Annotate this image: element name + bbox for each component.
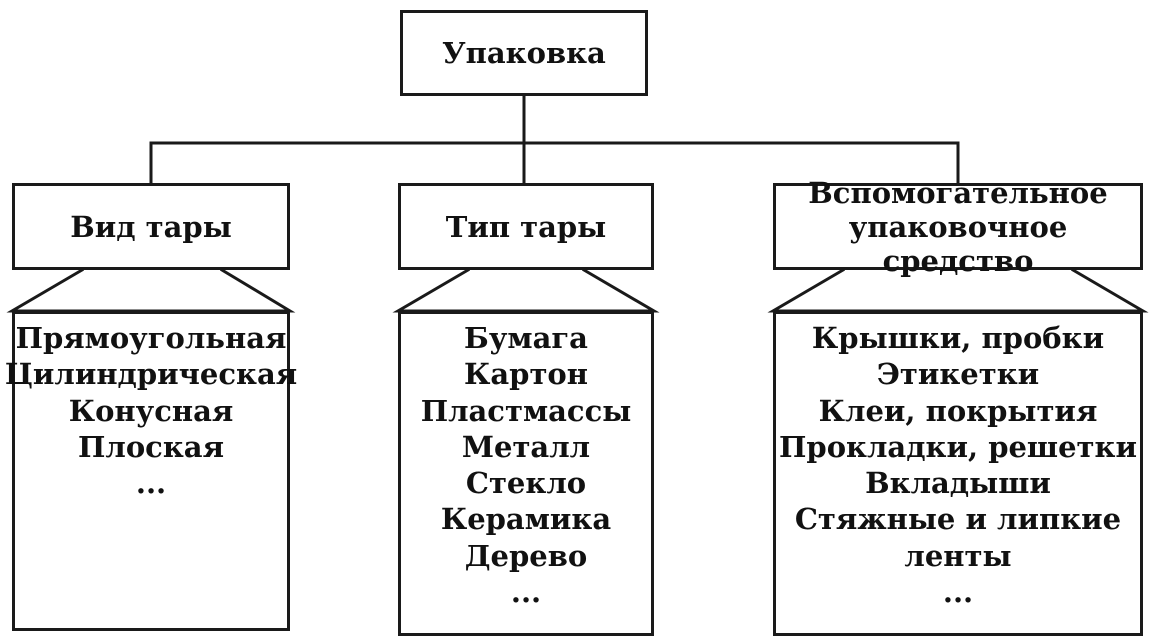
- list-box-vspomogatelnoe: Крышки, пробки Этикетки Клеи, покрытия П…: [773, 311, 1143, 636]
- funnel-connector: [6, 267, 296, 313]
- funnel-connector: [392, 267, 660, 313]
- list-box-tip-tary: Бумага Картон Пластмассы Металл Стекло К…: [398, 311, 654, 636]
- list-box-vid-tary: Прямоугольная Цилиндрическая Конусная Пл…: [5, 311, 297, 631]
- branch-header-label-line-1: Вспомогательное: [808, 175, 1108, 210]
- list-item: Дерево: [464, 538, 588, 573]
- list-item: Крышки, пробки: [811, 321, 1105, 355]
- list-item: Керамика: [440, 502, 612, 537]
- list-item: Картон: [464, 357, 588, 392]
- list-item: Плоская: [78, 429, 224, 464]
- list-item: Цилиндрическая: [4, 357, 298, 392]
- list-item-ellipsis: ...: [135, 466, 167, 501]
- branch-header-vid-tary: Вид тары: [12, 183, 290, 270]
- list-item-ellipsis: ...: [510, 575, 542, 610]
- list-item: Вкладыши: [865, 466, 1051, 501]
- list-item: Этикетки: [876, 357, 1040, 392]
- list-item-ellipsis: ...: [942, 575, 974, 610]
- list-item: Стекло: [465, 466, 587, 501]
- root-node: Упаковка: [400, 10, 648, 96]
- list-item: Пластмассы: [420, 393, 632, 428]
- list-item: ленты: [904, 538, 1012, 573]
- root-node-label: Упаковка: [442, 36, 606, 70]
- list-item: Стяжные и липкие: [794, 502, 1122, 537]
- branch-header-tip-tary: Тип тары: [398, 183, 654, 270]
- list-item: Прямоугольная: [15, 321, 287, 355]
- branch-header-vspomogatelnoe: Вспомогательное упаковочное средство: [773, 176, 1143, 278]
- list-item: Бумага: [464, 321, 588, 355]
- list-item: Прокладки, решетки: [779, 429, 1137, 464]
- branch-header-label-line-2: упаковочное средство: [848, 209, 1068, 278]
- branch-header-label: Тип тары: [445, 209, 607, 244]
- list-item: Металл: [461, 429, 591, 464]
- list-item: Конусная: [68, 393, 234, 428]
- branch-header-label: Вид тары: [70, 209, 232, 244]
- list-item: Клеи, покрытия: [818, 393, 1098, 428]
